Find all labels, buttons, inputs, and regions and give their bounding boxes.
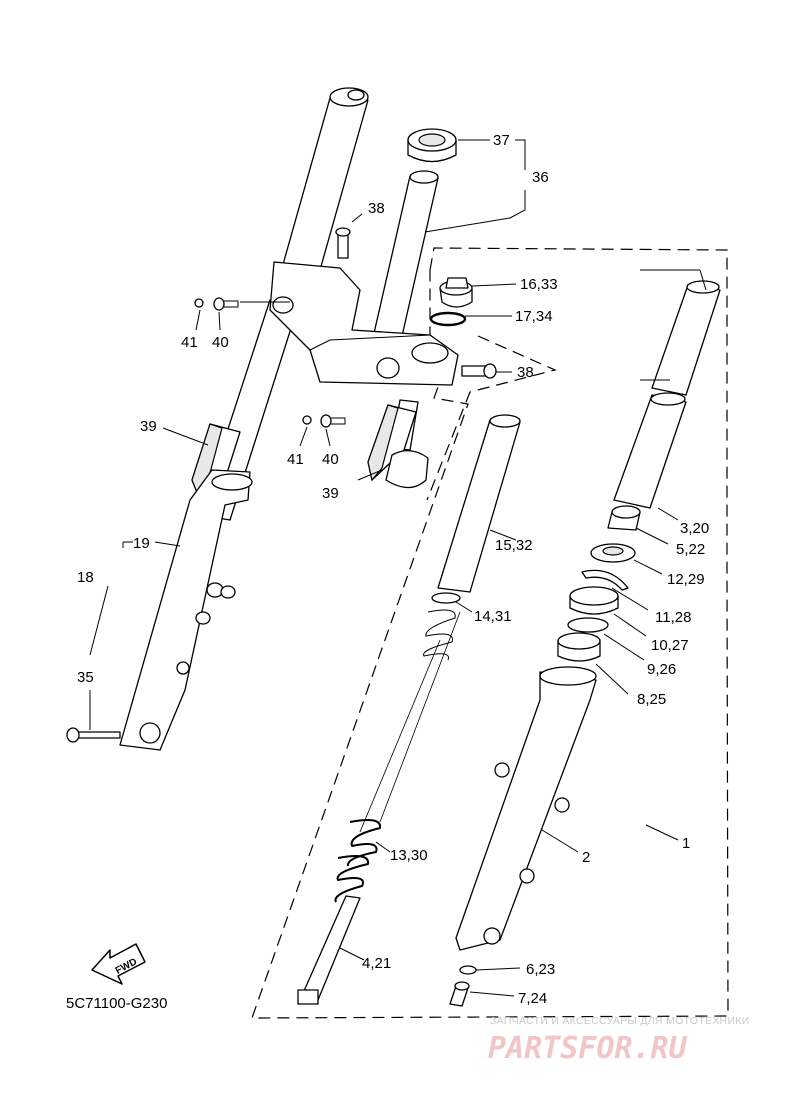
callout-41-upper: 41 xyxy=(181,334,198,351)
callout-5-22: 5,22 xyxy=(676,541,705,558)
watermark-caption: ЗАПЧАСТИ И АКСЕССУАРЫ ДЛЯ МОТОТЕХНИКИ xyxy=(490,1015,750,1027)
callout-36: 36 xyxy=(532,169,549,186)
watermark-brand: PARTSFOR.RU xyxy=(488,1031,688,1066)
sub-assembly-boundary xyxy=(426,335,557,501)
callout-17-34: 17,34 xyxy=(515,308,553,325)
bolt-7-24 xyxy=(449,981,470,1007)
fwd-arrow-icon: FWD xyxy=(91,943,146,985)
oil-seal-10-27 xyxy=(569,586,619,615)
assembly-1-boundary xyxy=(251,247,729,1019)
washer-14-31 xyxy=(431,592,461,604)
outer-tube-2 xyxy=(455,666,597,951)
callout-1: 1 xyxy=(682,835,690,852)
callout-8-25: 8,25 xyxy=(637,691,666,708)
callout-9-26: 9,26 xyxy=(647,661,676,678)
under-bracket xyxy=(269,261,459,386)
callout-2: 2 xyxy=(582,849,590,866)
inner-tube-3-20 xyxy=(613,280,721,509)
fork-assembly-left xyxy=(66,469,253,751)
callout-19: 19 xyxy=(133,535,150,552)
washer-6-23 xyxy=(459,965,477,975)
callout-41-lower: 41 xyxy=(287,451,304,468)
callout-18: 18 xyxy=(77,569,94,586)
washer-41-lower xyxy=(302,415,312,425)
bolt-40-lower xyxy=(320,414,346,428)
callout-3-20: 3,20 xyxy=(680,520,709,537)
bearing-37 xyxy=(407,128,457,163)
callout-35: 35 xyxy=(77,669,94,686)
o-ring-17-34 xyxy=(429,311,467,327)
callout-39-right: 39 xyxy=(322,485,339,502)
callout-40-upper: 40 xyxy=(212,334,229,351)
callout-10-27: 10,27 xyxy=(651,637,689,654)
bolt-40-upper xyxy=(213,297,239,311)
dust-seal-8-25 xyxy=(557,632,601,662)
clip-11-28 xyxy=(581,569,629,591)
fork-guard-39-left xyxy=(191,423,241,497)
rebound-spring-13-30 xyxy=(334,819,382,903)
callout-12-29: 12,29 xyxy=(667,571,705,588)
cap-bolt-16-33 xyxy=(439,277,473,308)
bolt-38-right xyxy=(461,363,497,379)
damper-rod-4-21 xyxy=(297,895,361,1005)
bush-5-22 xyxy=(607,505,641,531)
callout-6-23: 6,23 xyxy=(526,961,555,978)
diagram-code: 5C71100-G230 xyxy=(66,995,167,1012)
callout-38-top: 38 xyxy=(368,200,385,217)
callout-16-33: 16,33 xyxy=(520,276,558,293)
callout-38-right: 38 xyxy=(517,364,534,381)
callout-15-32: 15,32 xyxy=(495,537,533,554)
bush-12-29 xyxy=(590,543,636,563)
callout-40-lower: 40 xyxy=(322,451,339,468)
callout-37: 37 xyxy=(493,132,510,149)
washer-41-upper xyxy=(194,298,204,308)
spacer-15-32 xyxy=(437,414,521,593)
washer-9-26 xyxy=(567,617,609,633)
bolt-38-top xyxy=(335,227,351,259)
callout-39-left: 39 xyxy=(140,418,157,435)
leader-lines xyxy=(89,139,707,997)
fork-spring-upper xyxy=(359,609,461,833)
callout-13-30: 13,30 xyxy=(390,847,428,864)
callout-11-28: 11,28 xyxy=(655,609,691,626)
callout-4-21: 4,21 xyxy=(362,955,391,972)
callout-7-24: 7,24 xyxy=(518,990,547,1007)
fork-guard-39-right xyxy=(367,404,429,489)
callout-14-31: 14,31 xyxy=(474,608,512,625)
